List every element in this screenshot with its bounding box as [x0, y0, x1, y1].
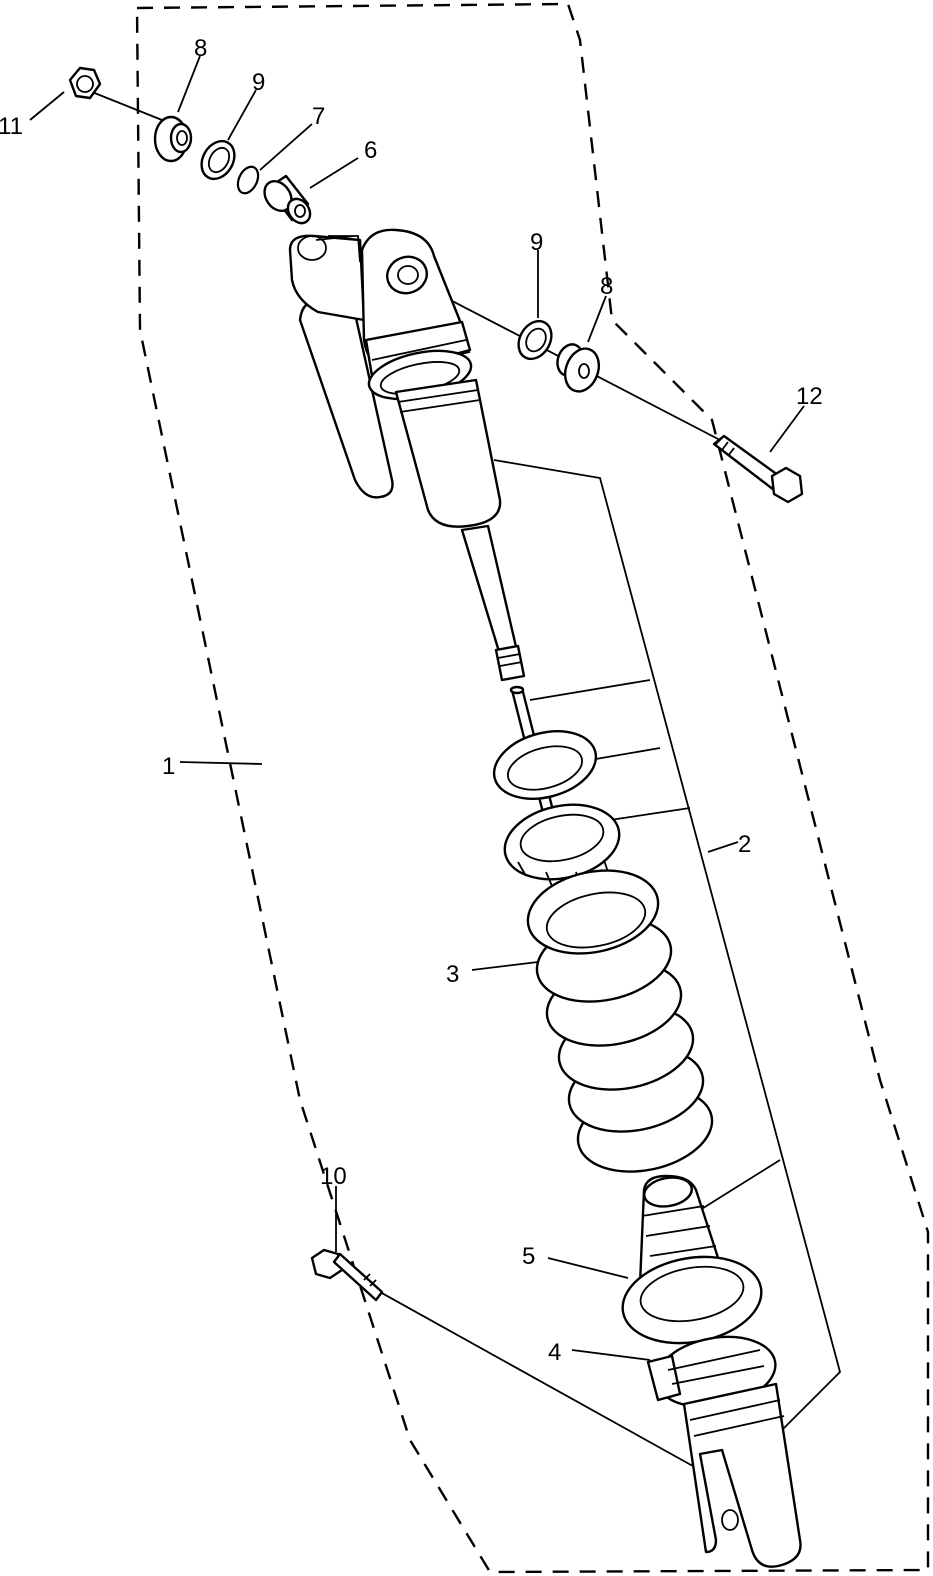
callout-label-5: 5: [522, 1243, 535, 1270]
spring-guide-part-5: [621, 1255, 763, 1345]
callout-label-9-upper: 9: [252, 69, 265, 96]
axis-line-bottom: [379, 1291, 701, 1471]
damper-body: [394, 378, 502, 528]
bushing-part-6: [263, 174, 312, 225]
callout-label-12: 12: [796, 383, 823, 410]
oil-seal-part-9-lower: [517, 319, 553, 361]
callout-line-2-bracket: [493, 459, 842, 1433]
callout-label-8-lower: 8: [600, 273, 613, 300]
assembly-boundary-dashed: [135, 2, 930, 1574]
callout-label-2: 2: [738, 831, 751, 858]
adjuster-ring-upper: [492, 730, 598, 800]
bolt-part-10: [310, 1248, 384, 1302]
callout-label-1: 1: [162, 753, 175, 780]
reservoir-tank: [288, 234, 394, 499]
collar-part-8-upper: [153, 115, 193, 163]
callout-label-4: 4: [548, 1339, 561, 1366]
oil-seal-part-9-upper: [200, 139, 236, 181]
lower-clevis: [682, 1382, 802, 1568]
callout-label-10: 10: [320, 1163, 347, 1190]
collar-part-8-lower: [556, 343, 601, 393]
circlip-part-7: [236, 165, 260, 195]
nut-part-11: [68, 66, 102, 100]
callout-label-3: 3: [446, 961, 459, 988]
piston-rod: [460, 524, 526, 682]
axis-line-top-left: [91, 91, 163, 121]
callout-label-8-upper: 8: [194, 35, 207, 62]
callout-label-9-lower: 9: [530, 229, 543, 256]
callout-label-6: 6: [364, 137, 377, 164]
callout-label-7: 7: [312, 103, 325, 130]
callout-label-11: 11: [0, 113, 23, 140]
coil-spring-part-3: [526, 869, 714, 1173]
leader-lines: [29, 55, 805, 1361]
bolt-part-12: [712, 434, 804, 504]
